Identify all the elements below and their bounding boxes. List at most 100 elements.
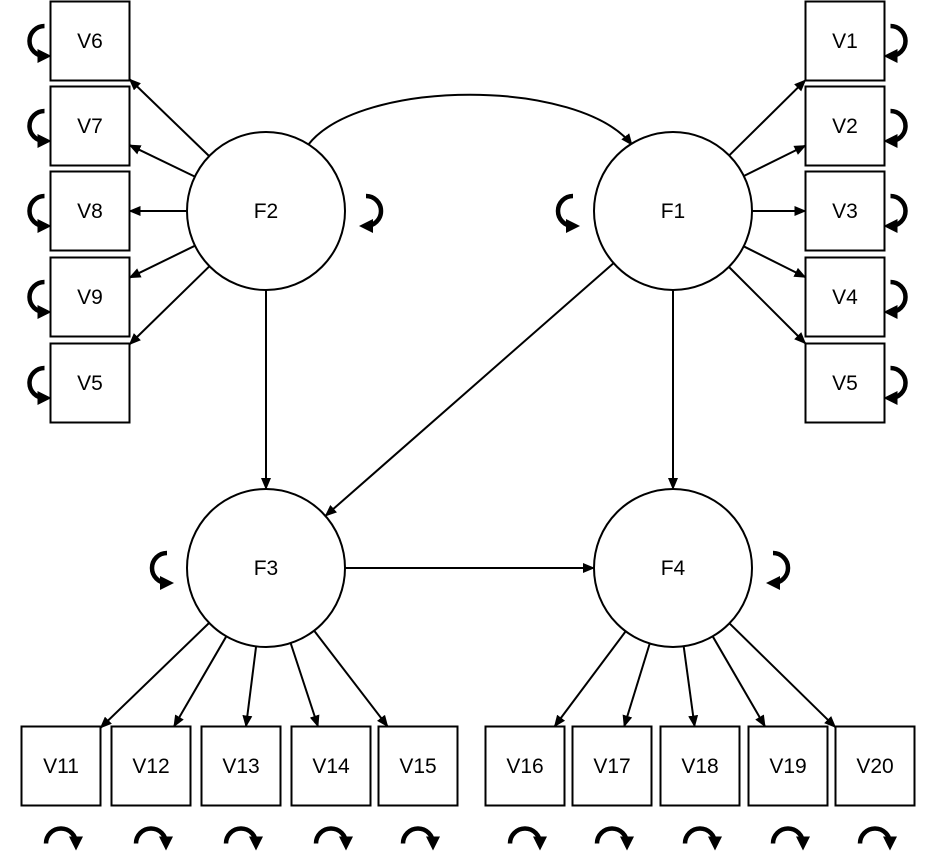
residual-loop-icon-v13 [223, 826, 263, 851]
indicator-box [49, 342, 131, 424]
residual-loop-icon-v7 [27, 108, 52, 148]
indicator-label: V11 [43, 755, 79, 778]
indicator-box [834, 725, 916, 807]
loading-arrow-f1-v5b [728, 266, 807, 345]
indicator-label: V7 [77, 115, 103, 138]
indicator-node-v8: V8 [49, 170, 131, 252]
variance-loop-icon-f4 [766, 550, 791, 590]
indicator-box [484, 725, 566, 807]
indicator-label: V15 [399, 755, 436, 778]
residual-loop-icon-v5b [883, 365, 908, 405]
residual-loop-icon-v5a [27, 365, 52, 405]
indicator-node-v15: V15 [377, 725, 459, 807]
indicator-box [804, 170, 886, 252]
indicator-node-v5a: V5 [49, 342, 131, 424]
path-arrow-f1-f3 [324, 262, 615, 517]
residual-loop-icon-v15 [400, 826, 440, 851]
loading-arrow-f1-v4 [743, 245, 807, 279]
loading-arrow-f2-v5a [128, 265, 211, 346]
indicator-node-v18: V18 [659, 725, 741, 807]
loading-arrow-f2-v9 [128, 244, 196, 279]
indicator-label: V12 [132, 755, 169, 778]
indicator-label: V18 [681, 755, 718, 778]
indicator-label: V9 [77, 286, 103, 309]
indicator-box [49, 0, 131, 82]
indicator-node-v19: V19 [747, 725, 829, 807]
indicator-node-v6: V6 [49, 0, 131, 82]
variance-loop-icon-f1 [555, 193, 580, 233]
indicator-label: V20 [856, 755, 893, 778]
residual-loop-icon-v8 [27, 193, 52, 233]
indicator-label: V13 [222, 755, 259, 778]
loading-arrow-f4-v20 [728, 622, 837, 728]
factor-label: F1 [661, 200, 686, 223]
indicator-box [110, 725, 192, 807]
variance-loop-icon-f3 [149, 550, 174, 590]
factor-circle [593, 131, 753, 291]
indicator-label: V6 [77, 30, 103, 53]
loading-arrow-f3-v11 [99, 622, 210, 729]
indicator-node-v17: V17 [571, 725, 653, 807]
indicator-box [49, 170, 131, 252]
indicator-node-v13: V13 [200, 725, 282, 807]
indicator-box [290, 725, 372, 807]
residual-loop-icon-v18 [682, 826, 722, 851]
loading-arrow-f3-v15 [313, 630, 389, 728]
indicator-label: V4 [832, 286, 858, 309]
factor-node-f1: F1 [593, 131, 753, 291]
residual-loop-icon-v9 [27, 279, 52, 319]
loading-arrow-f1-v1 [728, 79, 807, 157]
residual-loop-icon-v20 [857, 826, 897, 851]
indicator-box [804, 0, 886, 82]
residual-loop-icon-v19 [770, 826, 810, 851]
loading-arrow-f4-v19 [711, 635, 766, 728]
indicator-label: V14 [312, 755, 350, 778]
loading-arrow-f3-v12 [173, 635, 228, 728]
factor-circle [186, 488, 346, 648]
loading-arrow-f4-v16 [553, 630, 627, 728]
indicator-label: V1 [832, 30, 858, 53]
indicator-box [804, 342, 886, 424]
factor-label: F2 [254, 200, 279, 223]
residual-loop-icon-v16 [507, 826, 547, 851]
indicator-node-v16: V16 [484, 725, 566, 807]
indicator-node-v14: V14 [290, 725, 372, 807]
indicator-box [804, 256, 886, 338]
factor-node-f2: F2 [186, 131, 346, 291]
residual-loop-icon-v6 [27, 23, 52, 63]
residual-loop-icon-v11 [43, 826, 83, 851]
indicator-label: V3 [832, 200, 858, 223]
indicator-label: V19 [769, 755, 806, 778]
residual-loop-icon-v12 [133, 826, 173, 851]
residual-loop-icon-v1 [883, 23, 908, 63]
indicator-node-v4: V4 [804, 256, 886, 338]
indicator-node-v3: V3 [804, 170, 886, 252]
indicator-box [571, 725, 653, 807]
factor-label: F3 [254, 557, 279, 580]
indicator-box [20, 725, 102, 807]
indicator-node-v11: V11 [20, 725, 102, 807]
indicator-label: V5 [77, 372, 103, 395]
indicator-box [747, 725, 829, 807]
indicator-node-v1: V1 [804, 0, 886, 82]
indicator-node-v9: V9 [49, 256, 131, 338]
residual-loop-icon-v14 [313, 826, 353, 851]
loading-arrow-f1-v2 [743, 144, 807, 177]
residual-loop-icon-v17 [594, 826, 634, 851]
loading-arrow-f4-v18 [682, 646, 699, 728]
residual-loop-icon-v2 [883, 108, 908, 148]
factor-label: F4 [661, 557, 686, 580]
loading-arrow-f4-v17 [622, 643, 651, 728]
loading-arrow-f3-v13 [242, 646, 258, 728]
indicator-box [200, 725, 282, 807]
indicator-label: V8 [77, 200, 103, 223]
indicator-box [49, 85, 131, 167]
indicator-label: V16 [506, 755, 543, 778]
indicator-node-v5b: V5 [804, 342, 886, 424]
indicator-node-v12: V12 [110, 725, 192, 807]
factor-node-f3: F3 [186, 488, 346, 648]
covariance-arrow-f2-f1 [297, 93, 633, 157]
factor-circle [186, 131, 346, 291]
